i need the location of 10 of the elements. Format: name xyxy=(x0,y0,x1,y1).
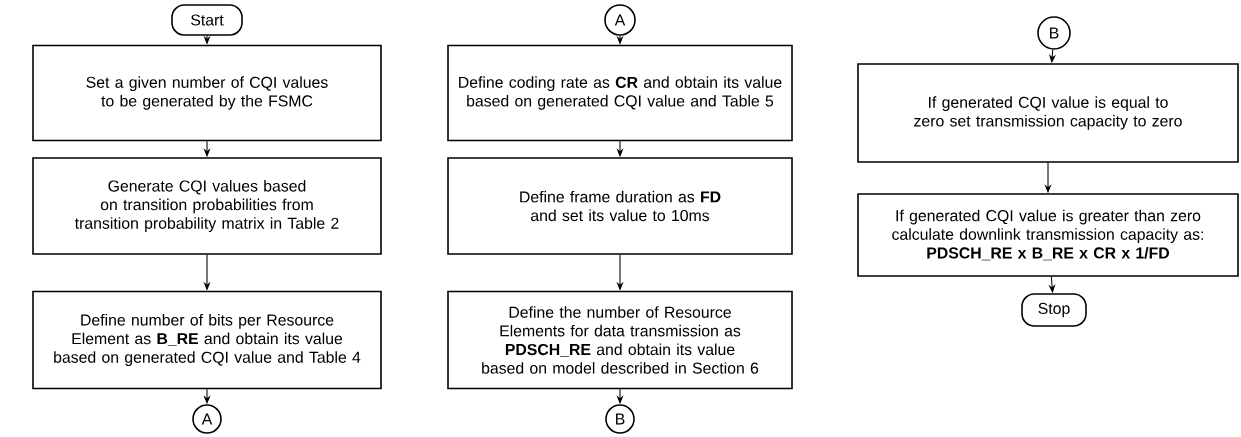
process-box: Define the number of Resource Elements for data transmission as PDSCH_RE and obtain its value based on model described in Section 6 xyxy=(447,290,793,390)
process-box: Define number of bits per Resource Element as B_RE and obtain its value based on generated CQI value and Table 4 xyxy=(32,290,382,390)
process-box: Define frame duration as FD and set its value to 10ms xyxy=(447,157,793,255)
process-box: If generated CQI value is equal to zero set transmission capacity to zero xyxy=(857,63,1239,163)
process-box: Generate CQI values based on transition probabilities from transition probability matrix in Table 2 xyxy=(32,157,382,255)
process-box: Define coding rate as CR and obtain its value based on generated CQI value and Table 5 xyxy=(447,44,793,142)
process-box: Set a given number of CQI values to be generated by the FSMC xyxy=(32,44,382,142)
process-box: If generated CQI value is greater than zero calculate downlink transmission capacity as: PDSCH_RE x B_RE x CR x 1/FD xyxy=(857,193,1239,277)
terminator: Start xyxy=(171,4,243,36)
terminator: Stop xyxy=(1021,293,1087,327)
